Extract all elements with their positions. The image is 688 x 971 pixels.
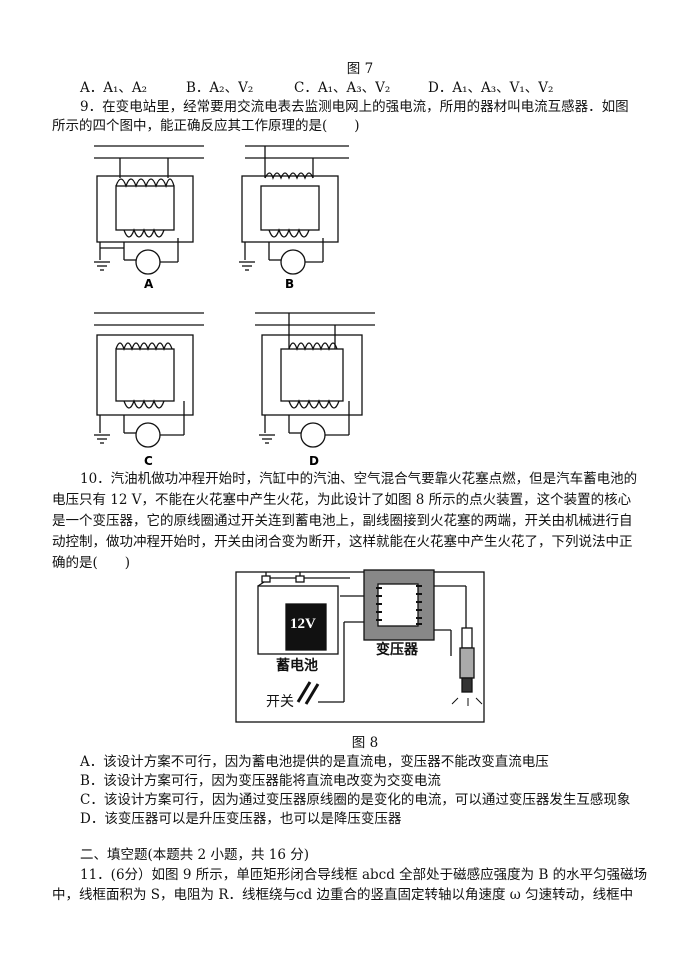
q10-option-a: A．该设计方案不可行，因为蓄电池提供的是直流电，变压器不能改变直流电压 (80, 754, 549, 770)
q9-diagram-b: B (239, 145, 349, 291)
q10-line-5: 确的是( ) (52, 555, 131, 571)
q8-option-d: D．A₁、A₃、V₁、V₂ (428, 80, 554, 96)
q9-label-b: B (285, 277, 294, 291)
q9-diagram-a: A (94, 145, 204, 291)
q9-label-a: A (144, 277, 154, 291)
battery-label: 蓄电池 (276, 657, 318, 674)
q10-option-c: C．该设计方案可行，因为通过变压器原线圈的是变化的电流，可以通过变压器发生互感现… (80, 792, 631, 808)
q10-line-3: 是一个变压器，它的原线圈通过开关连到蓄电池上，副线圈接到火花塞的两端，开关由机械… (52, 513, 633, 529)
q8-option-c: C．A₁、A₃、V₂ (294, 80, 391, 96)
q10-line-4: 动控制，做功冲程开始时，开关由闭合变为断开，这样就能在火花塞中产生火花了，下列说… (52, 534, 633, 550)
q10-option-d: D．该变压器可以是升压变压器，也可以是降压变压器 (80, 811, 402, 827)
q11-line-1: 11．(6分）如图 9 所示，单匝矩形闭合导线框 abcd 全部处于磁感应强度为… (80, 867, 648, 883)
ignition-circuit-diagram: 12V 蓄电池 变压器 开关 (235, 569, 485, 723)
q9-line-2: 所示的四个图中，能正确反应其工作原理的是( ) (52, 118, 360, 134)
q10-line-1: 10．汽油机做功冲程开始时，汽缸中的汽油、空气混合气要靠火花塞点燃，但是汽车蓄电… (80, 471, 638, 487)
q8-options: A．A₁、A₂ B．A₂、V₂ C．A₁、A₃、V₂ D．A₁、A₃、V₁、V₂ (80, 79, 553, 97)
q9-line-1: 9．在变电站里，经常要用交流电表去监测电网上的强电流，所用的器材叫电流互感器．如… (80, 99, 629, 115)
switch-label: 开关 (266, 694, 294, 710)
q9-diagram-d: D (255, 312, 375, 468)
section-heading-fill-blank: 二、填空题(本题共 2 小题，共 16 分) (80, 847, 309, 863)
q10-option-b: B．该设计方案可行，因为变压器能将直流电改变为交变电流 (80, 773, 441, 789)
q11-line-2: 中，线框面积为 S，电阻为 R．线框绕与cd 边重合的竖直固定转轴以角速度 ω … (52, 887, 634, 903)
q9-label-d: D (309, 454, 319, 468)
q10-line-2: 电压只有 12 V，不能在火花塞中产生火花，为此设计了如图 8 所示的点火装置，… (52, 492, 632, 508)
q8-option-b: B．A₂、V₂ (186, 80, 254, 96)
q8-option-a: A．A₁、A₂ (80, 80, 148, 96)
fig7-caption: 图 7 (346, 61, 374, 77)
battery-voltage: 12V (290, 616, 316, 632)
fig8-caption: 图 8 (351, 735, 379, 751)
transformer-label: 变压器 (376, 641, 419, 658)
q9-diagram-c: C (94, 312, 204, 468)
q9-label-c: C (144, 454, 153, 468)
